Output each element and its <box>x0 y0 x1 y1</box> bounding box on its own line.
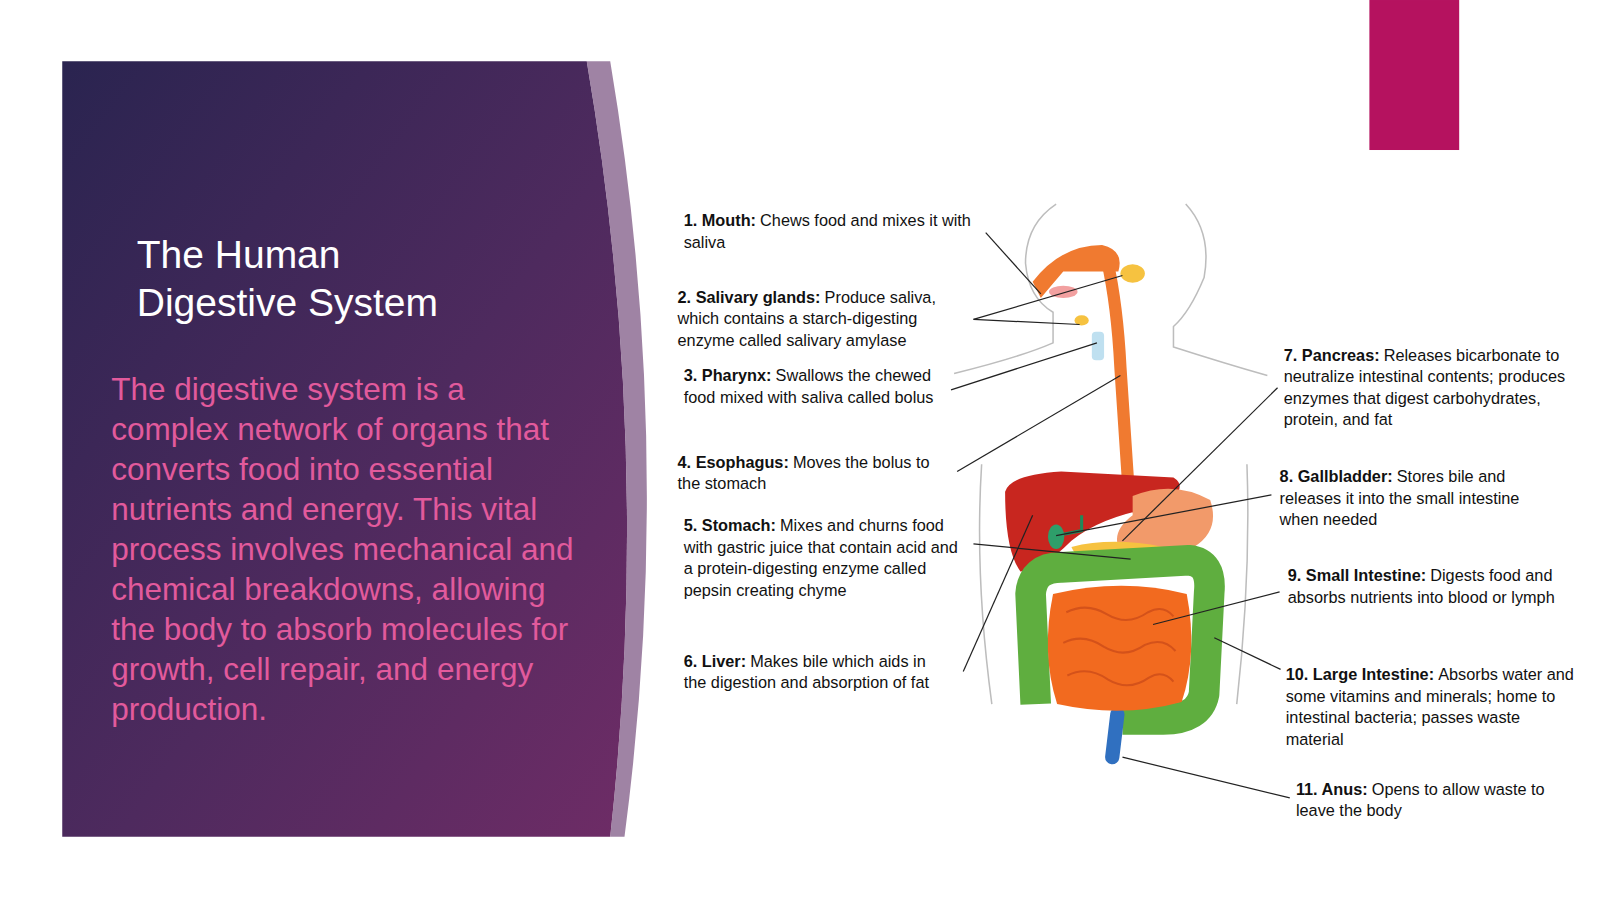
leader-line <box>1122 388 1277 541</box>
organ-callout: 5. Stomach:Mixes and churns food with ga… <box>684 515 962 601</box>
organ-name: 4. Esophagus: <box>678 453 789 471</box>
organ-callout: 10. Large Intestine:Absorbs water and so… <box>1286 664 1580 750</box>
organ-callout: 7. Pancreas:Releases bicarbonate to neut… <box>1284 345 1580 431</box>
mouth <box>1033 245 1120 298</box>
leader-line <box>973 276 1122 320</box>
organ-name: 7. Pancreas: <box>1284 346 1380 364</box>
organ-name: 2. Salivary glands: <box>678 288 821 306</box>
organ-callout: 3. Pharynx:Swallows the chewed food mixe… <box>684 365 935 408</box>
leader-lines <box>951 233 1290 798</box>
leader-line <box>986 233 1041 294</box>
organ-name: 9. Small Intestine: <box>1288 566 1426 584</box>
accent-bar <box>1369 0 1459 150</box>
small-intestine-folds <box>1063 608 1175 686</box>
organ-name: 10. Large Intestine: <box>1286 665 1434 683</box>
leader-line <box>951 343 1097 390</box>
organ-callout: 4. Esophagus:Moves the bolus to the stom… <box>678 452 945 495</box>
pharynx <box>1092 332 1104 361</box>
leader-line <box>973 319 1079 324</box>
organ-name: 1. Mouth: <box>684 211 756 229</box>
large-intestine <box>1031 560 1210 719</box>
organ-callout: 1. Mouth:Chews food and mixes it with sa… <box>684 210 974 253</box>
leader-line <box>1153 592 1280 625</box>
organ-name: 8. Gallbladder: <box>1280 467 1393 485</box>
leader-line <box>1214 638 1280 670</box>
organ-callout: 2. Salivary glands:Produce saliva, which… <box>678 287 972 351</box>
organ-callout: 11. Anus:Opens to allow waste to leave t… <box>1296 779 1563 822</box>
leader-line <box>957 376 1120 472</box>
rectum <box>1112 714 1117 757</box>
small-intestine <box>1048 586 1191 711</box>
panel-edge <box>587 61 647 837</box>
organ-name: 6. Liver: <box>684 652 746 670</box>
salivary-gland <box>1120 264 1144 282</box>
leader-line <box>963 515 1032 671</box>
organ-name: 11. Anus: <box>1296 780 1368 798</box>
body-outline <box>980 464 992 704</box>
leader-line <box>1122 757 1289 798</box>
leader-line <box>973 544 1130 559</box>
body-outline <box>1173 204 1267 375</box>
leader-line <box>1056 495 1271 536</box>
gallbladder <box>1048 525 1064 549</box>
intestine-fold <box>1066 608 1173 620</box>
slide-title: The Human Digestive System <box>137 231 457 327</box>
side-panel <box>62 61 627 837</box>
organ-callout: 8. Gallbladder:Stores bile and releases … <box>1280 466 1558 530</box>
organ-callout: 6. Liver:Makes bile which aids in the di… <box>684 651 941 694</box>
intestine-fold <box>1067 671 1173 685</box>
intro-text: The digestive system is a complex networ… <box>111 369 581 729</box>
organ-name: 5. Stomach: <box>684 516 776 534</box>
organ-callout: 9. Small Intestine:Digests food and abso… <box>1288 565 1555 608</box>
organ-name: 3. Pharynx: <box>684 366 772 384</box>
intestine-fold <box>1063 639 1175 653</box>
